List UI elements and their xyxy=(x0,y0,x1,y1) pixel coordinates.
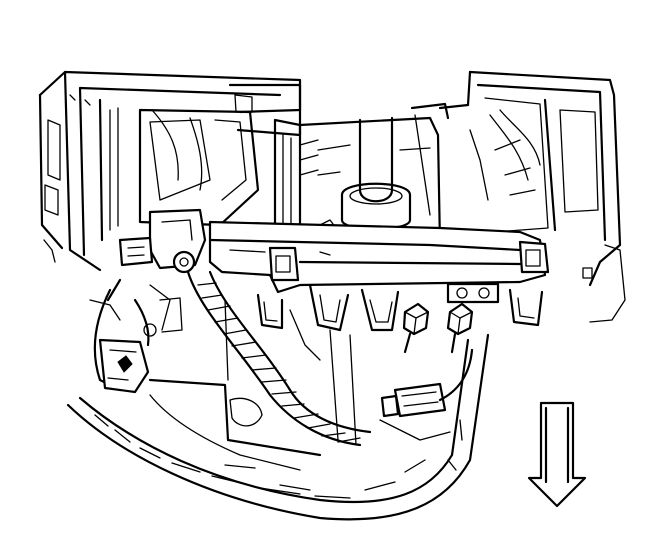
floor-panel xyxy=(66,333,490,521)
hvac-module-left xyxy=(38,70,302,272)
beam-brackets xyxy=(256,283,544,332)
direction-arrow-icon xyxy=(527,401,587,508)
bolt-icon xyxy=(402,302,430,354)
mounting-bolts xyxy=(402,302,474,354)
hvac-module-right xyxy=(438,70,626,323)
wiring-harness xyxy=(89,208,372,447)
cross-car-beam xyxy=(208,220,550,304)
bolt-icon xyxy=(446,302,474,354)
lower-trim-panel xyxy=(148,297,357,457)
harness-connector-right xyxy=(379,348,474,441)
